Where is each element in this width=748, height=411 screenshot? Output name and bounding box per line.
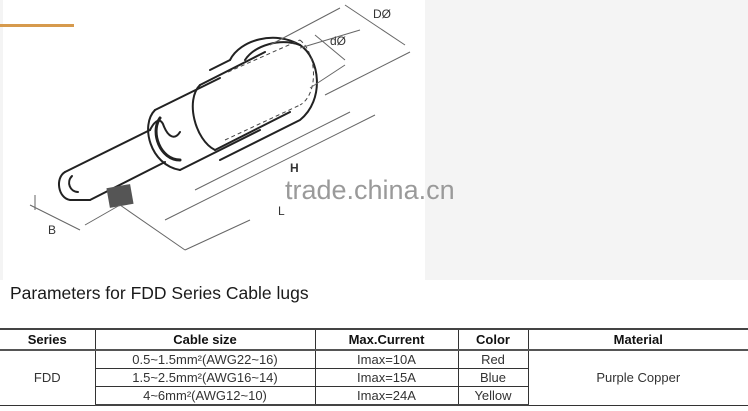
watermark: trade.china.cn <box>285 175 455 205</box>
max-current-cell: Imax=15A <box>314 368 459 387</box>
header-color: Color <box>457 328 529 351</box>
left-edge-strip <box>0 0 3 280</box>
inner-diameter-label: dØ <box>330 34 346 48</box>
cable-lug-technical-drawing: DØ dØ H L B <box>29 4 411 251</box>
header-max-current: Max.Current <box>314 328 459 351</box>
cable-size-cell: 1.5~2.5mm²(AWG16~14) <box>94 368 316 387</box>
gray-background-panel <box>425 0 748 280</box>
height-label: H <box>290 161 299 175</box>
header-series: Series <box>0 328 96 351</box>
parameters-table: Series Cable size Max.Current Color Mate… <box>0 328 748 406</box>
page-title: Parameters for FDD Series Cable lugs <box>10 283 309 303</box>
width-label: B <box>48 223 56 237</box>
color-cell: Yellow <box>457 386 529 406</box>
series-cell: FDD <box>0 349 96 406</box>
header-material: Material <box>527 328 748 351</box>
accent-line <box>0 24 74 27</box>
outer-diameter-label: DØ <box>373 7 391 21</box>
max-current-cell: Imax=10A <box>314 349 459 369</box>
length-label: L <box>278 204 285 218</box>
table-row: 1.5~2.5mm²(AWG16~14) Imax=15A Blue <box>0 368 748 387</box>
table-header-row: Series Cable size Max.Current Color Mate… <box>0 328 748 351</box>
table-row: FDD 0.5~1.5mm²(AWG22~16) Imax=10A Red Pu… <box>0 349 748 406</box>
max-current-cell: Imax=24A <box>314 386 459 406</box>
cable-size-cell: 4~6mm²(AWG12~10) <box>94 386 316 406</box>
color-cell: Red <box>457 349 529 369</box>
color-cell: Blue <box>457 368 529 387</box>
table-row: 4~6mm²(AWG12~10) Imax=24A Yellow <box>0 386 748 406</box>
header-cable-size: Cable size <box>94 328 316 351</box>
material-cell: Purple Copper <box>527 349 748 406</box>
cable-size-cell: 0.5~1.5mm²(AWG22~16) <box>94 349 316 369</box>
